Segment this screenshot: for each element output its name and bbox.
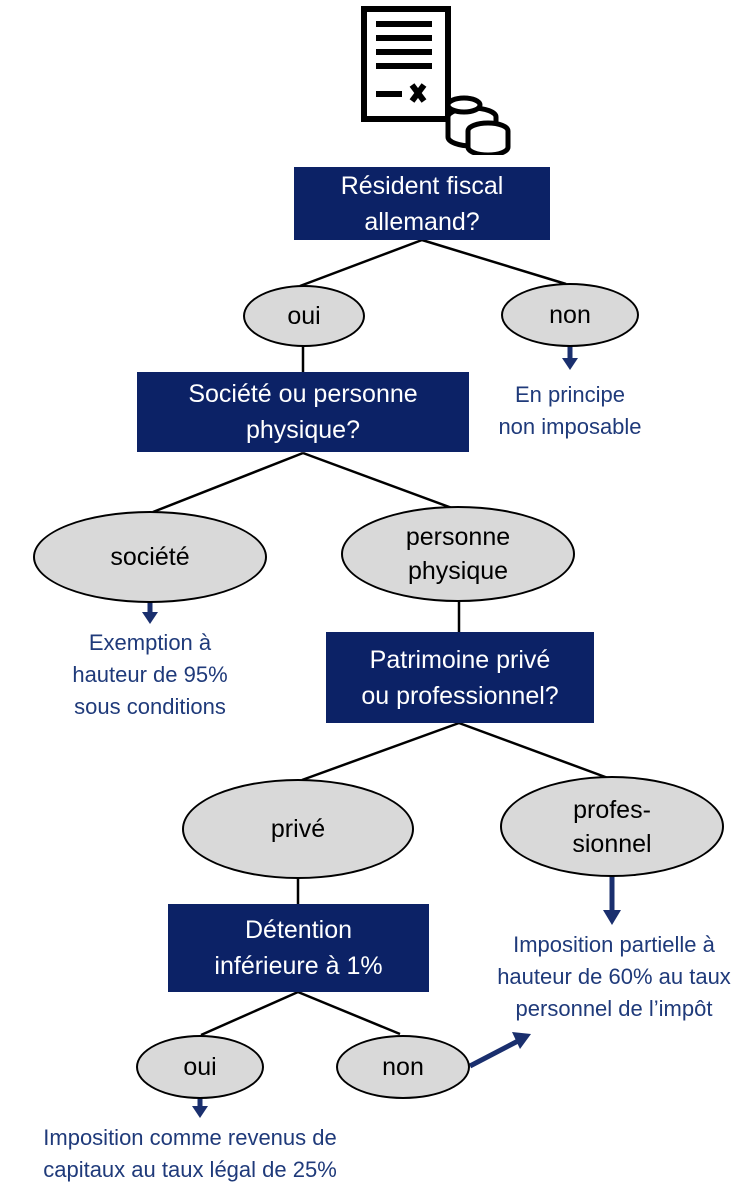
result-text-line2: hauteur de 60% au taux (497, 964, 731, 989)
question-box-detention: Détention inférieure à 1% (168, 904, 429, 992)
connector-q4-to-non (297, 990, 401, 1036)
result-text-line3: sous conditions (74, 694, 226, 719)
question-text-line1: Patrimoine privé (369, 645, 551, 674)
arrowhead-non (562, 358, 578, 370)
answer-label-line1: profes- (573, 795, 651, 824)
result-text-line2: hauteur de 95% (72, 662, 228, 687)
answer-label: société (110, 543, 190, 571)
result-text-line1: En principe (514, 382, 626, 407)
question-box-societe-ou-personne: Société ou personne physique? (137, 372, 469, 452)
question-text-line2: physique? (246, 416, 360, 444)
arrowhead-q4-oui (192, 1106, 208, 1118)
question-text-line1: Société ou personne (188, 380, 418, 408)
result-non-imposable: En principe non imposable (478, 379, 662, 443)
connector-q1-to-oui (299, 238, 423, 288)
answer-oval-personne-physique: personne physique (341, 506, 575, 602)
tax-document-coins-icon (361, 6, 511, 155)
connector-q4-to-oui (200, 990, 299, 1037)
answer-label: non (549, 301, 591, 329)
connector-q2-to-societe (152, 451, 304, 514)
result-text-line2: capitaux au taux légal de 25% (43, 1157, 337, 1182)
result-text-line1: Exemption à (88, 630, 212, 655)
answer-label: privé (270, 815, 326, 843)
question-text-line2: allemand? (364, 207, 480, 236)
question-box-resident-fiscal: Résident fiscal allemand? (294, 167, 550, 240)
arrow-q4-non-to-partial (468, 1038, 520, 1069)
answer-label: non (382, 1053, 424, 1081)
answer-label-line1: personne (405, 523, 511, 551)
question-box-patrimoine: Patrimoine privé ou professionnel? (326, 632, 594, 723)
answer-label-line2: sionnel (572, 829, 652, 858)
answer-oval-oui: oui (243, 285, 365, 347)
result-taux-legal-25: Imposition comme revenus de capitaux au … (0, 1122, 380, 1186)
result-exemption-95: Exemption à hauteur de 95% sous conditio… (50, 627, 250, 723)
result-text-line3: personnel de l’impôt (515, 996, 713, 1021)
connector-q3-to-prive (301, 721, 460, 782)
result-text-line1: Imposition partielle à (513, 932, 715, 957)
result-text-line1: Imposition comme revenus de (43, 1125, 337, 1150)
answer-oval-societe: société (33, 511, 267, 603)
answer-oval-prive: privé (182, 779, 414, 879)
connector-q1-to-non (421, 238, 567, 286)
answer-label: oui (183, 1053, 217, 1081)
question-text-line1: Détention (244, 916, 353, 944)
result-imposition-partielle: Imposition partielle à hauteur de 60% au… (478, 929, 750, 1025)
question-text-line2: ou professionnel? (361, 681, 559, 710)
arrowhead-professionnel (603, 910, 621, 925)
answer-label-line2: physique (407, 557, 509, 585)
question-text-line1: Résident fiscal (340, 171, 504, 200)
arrowhead-societe (142, 612, 158, 624)
answer-oval-detention-non: non (336, 1035, 470, 1099)
result-text-line2: non imposable (498, 414, 642, 439)
answer-oval-non: non (501, 283, 639, 347)
connector-q3-to-professionnel (458, 721, 609, 780)
arrowhead-q4-non (512, 1032, 531, 1049)
answer-label: oui (287, 302, 321, 330)
answer-oval-detention-oui: oui (136, 1035, 264, 1099)
question-text-line2: inférieure à 1% (214, 952, 383, 980)
connector-q2-to-personne (302, 451, 453, 510)
answer-oval-professionnel: profes- sionnel (500, 776, 724, 877)
